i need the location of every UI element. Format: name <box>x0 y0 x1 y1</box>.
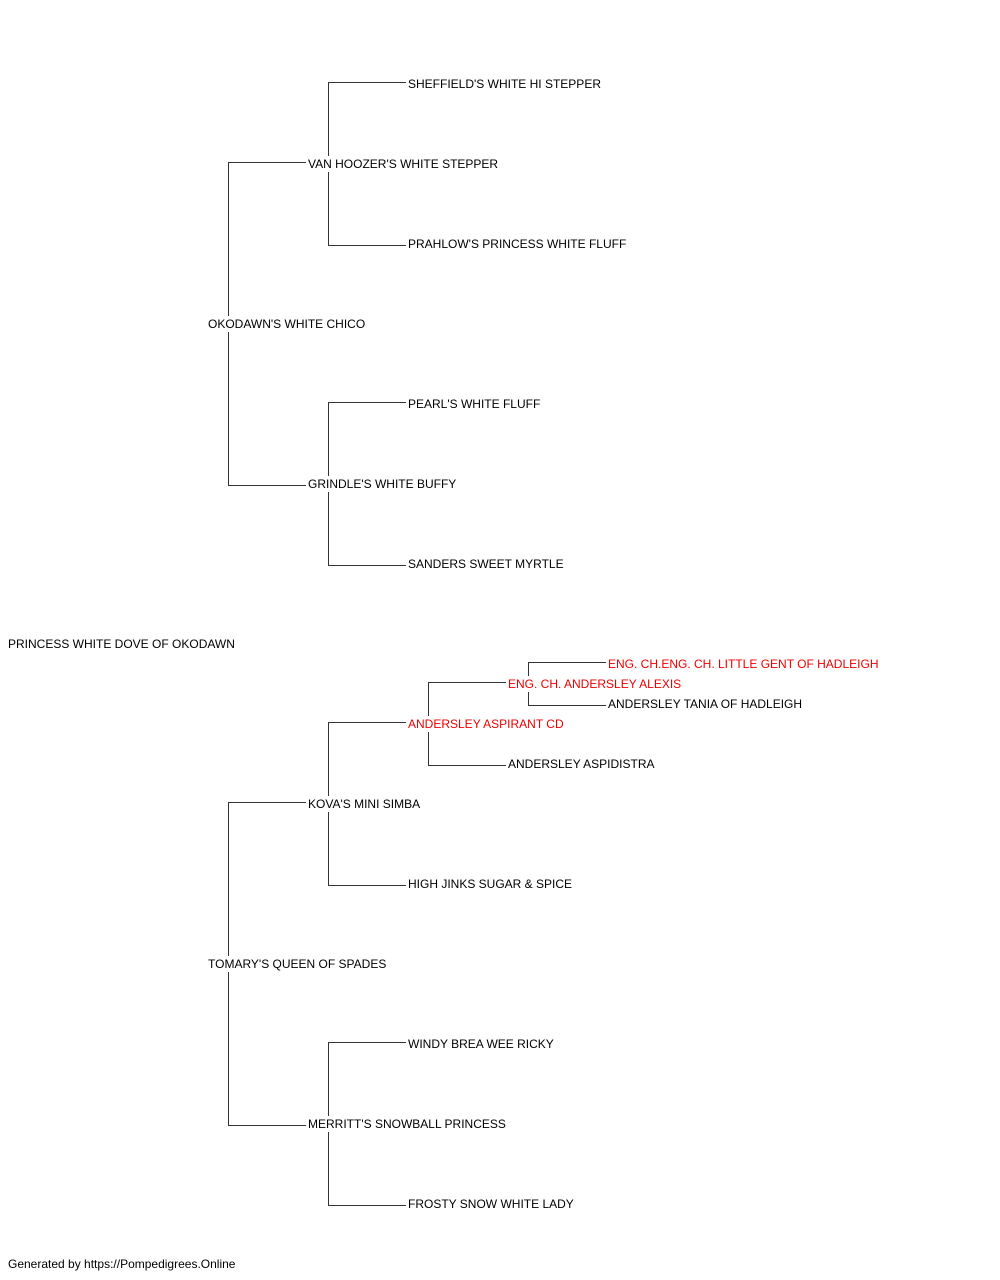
connector-dam-sire-sire-dam <box>428 732 506 766</box>
connector-dam-dam-sire <box>328 1042 406 1116</box>
dam-sire-sire-sire-sire-name[interactable]: ENG. CH.ENG. CH. LITTLE GENT OF HADLEIGH <box>608 657 879 671</box>
dam-dam-dam-name[interactable]: FROSTY SNOW WHITE LADY <box>408 1197 574 1211</box>
generated-by-footer: Generated by https://Pompedigrees.Online <box>8 1257 236 1271</box>
dam-sire-sire-name[interactable]: ANDERSLEY ASPIRANT CD <box>408 717 564 731</box>
sire-dam-name[interactable]: GRINDLE'S WHITE BUFFY <box>308 477 457 491</box>
connector-dam-sire-sire <box>328 722 406 796</box>
dam-sire-sire-sire-name[interactable]: ENG. CH. ANDERSLEY ALEXIS <box>508 677 682 691</box>
sire-sire-sire-name[interactable]: SHEFFIELD'S WHITE HI STEPPER <box>408 77 601 91</box>
connector-sire-dam-dam <box>328 492 406 566</box>
sire-sire-name[interactable]: VAN HOOZER'S WHITE STEPPER <box>308 157 499 171</box>
connector-sire-sire-sire <box>328 82 406 156</box>
connector-dam-sire-sire-sire <box>428 682 506 716</box>
dam-name[interactable]: TOMARY'S QUEEN OF SPADES <box>208 957 387 971</box>
connector-alexis-dam <box>528 692 606 706</box>
dam-sire-name[interactable]: KOVA'S MINI SIMBA <box>308 797 421 811</box>
subject-name[interactable]: PRINCESS WHITE DOVE OF OKODAWN <box>8 637 235 651</box>
dam-sire-dam-name[interactable]: HIGH JINKS SUGAR & SPICE <box>408 877 573 891</box>
sire-name[interactable]: OKODAWN'S WHITE CHICO <box>208 317 366 331</box>
connector-dam-dam-dam <box>328 1132 406 1206</box>
connector-sire <box>228 162 306 316</box>
sire-dam-dam-name[interactable]: SANDERS SWEET MYRTLE <box>408 557 564 571</box>
dam-dam-sire-name[interactable]: WINDY BREA WEE RICKY <box>408 1037 554 1051</box>
connector-dam-lower <box>228 972 306 1126</box>
dam-sire-sire-sire-dam-name[interactable]: ANDERSLEY TANIA OF HADLEIGH <box>608 697 803 711</box>
connector-sire-dam-sire <box>328 402 406 476</box>
sire-sire-dam-name[interactable]: PRAHLOW'S PRINCESS WHITE FLUFF <box>408 237 627 251</box>
connector-sire-sire-dam <box>328 172 406 246</box>
sire-dam-sire-name[interactable]: PEARL'S WHITE FLUFF <box>408 397 541 411</box>
dam-sire-sire-dam-name[interactable]: ANDERSLEY ASPIDISTRA <box>508 757 655 771</box>
dam-dam-name[interactable]: MERRITT'S SNOWBALL PRINCESS <box>308 1117 506 1131</box>
connector-dam-upper <box>228 802 306 956</box>
connector-alexis-sire <box>528 662 606 676</box>
connector-dam <box>228 332 306 486</box>
connector-dam-sire-dam <box>328 812 406 886</box>
